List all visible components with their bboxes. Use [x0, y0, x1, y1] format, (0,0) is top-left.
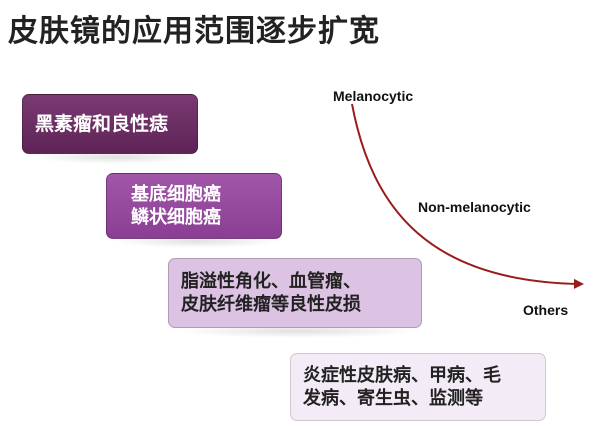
- slide-title: 皮肤镜的应用范围逐步扩宽: [8, 14, 380, 49]
- label-melanocytic: Melanocytic: [333, 88, 414, 104]
- box-text-line: 黑素瘤和良性痣: [35, 112, 169, 135]
- box-text-line: 炎症性皮肤病、甲病、毛: [303, 364, 501, 386]
- box-text-line: 脂溢性角化、血管瘤、: [181, 270, 361, 292]
- box-text-line: 皮肤纤维瘤等良性皮损: [181, 294, 361, 315]
- box-text-line: 基底细胞癌: [131, 183, 221, 205]
- box-bcc-scc: 基底细胞癌 鳞状细胞癌: [106, 173, 282, 239]
- box-melanoma-nevi: 黑素瘤和良性痣: [22, 94, 198, 154]
- curve-arrow: [351, 103, 584, 289]
- box-benign-lesions: 脂溢性角化、血管瘤、 皮肤纤维瘤等良性皮损: [168, 258, 422, 328]
- box-inflammatory-others: 炎症性皮肤病、甲病、毛 发病、寄生虫、监测等: [290, 353, 546, 421]
- box-text-line: 发病、寄生虫、监测等: [303, 388, 483, 409]
- label-others: Others: [523, 302, 569, 318]
- box-text-line: 鳞状细胞癌: [131, 207, 221, 228]
- label-non-melanocytic: Non-melanocytic: [418, 199, 531, 215]
